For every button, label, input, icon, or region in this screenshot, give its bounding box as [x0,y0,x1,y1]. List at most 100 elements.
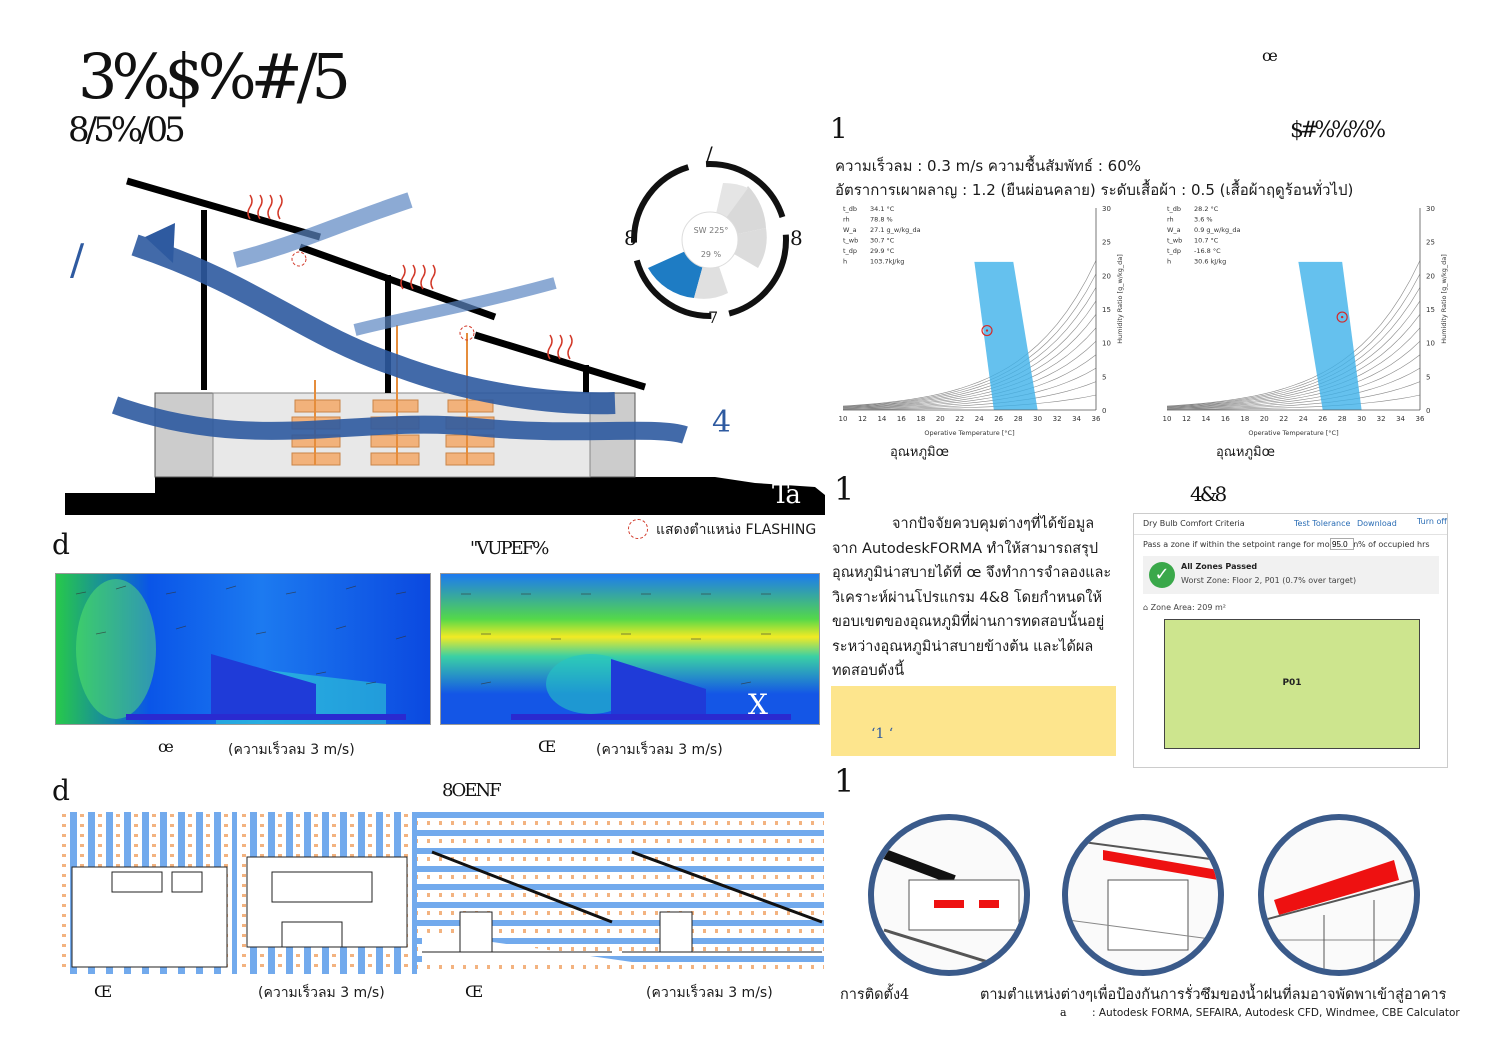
stat-value: -16.8 °C [1194,247,1221,255]
x-tick-label: 22 [1279,415,1288,423]
x-tick-label: 18 [1240,415,1249,423]
rh-curve [842,273,1097,407]
flashing-detail-1 [868,814,1030,976]
cfd-plot-right [440,573,820,725]
cfd-caption-left-mark: œ [158,737,174,756]
x-tick-label: 32 [1053,415,1062,423]
cfd-plot-left [55,573,431,725]
stat-label: t_db [1167,205,1181,213]
zone-label: P01 [1282,678,1302,688]
column-right [583,365,589,393]
flashing-section-mark: 1 [834,762,854,800]
cfd-caption-right: (ความเร็วลม 3 m/s) [596,742,723,758]
rh-curve [842,367,1097,410]
ground-slab [65,477,825,515]
compass-e: 8 [790,226,803,250]
stat-label: t_dp [1167,247,1181,255]
turn-off-button[interactable]: Turn off [1417,517,1447,526]
y-tick-label: 25 [1426,239,1435,247]
x-tick-label: 24 [975,415,984,423]
cfd-right-mark: X [748,688,768,721]
x-tick-label: 22 [955,415,964,423]
y-tick-label: 5 [1102,373,1106,381]
y-tick-label: 10 [1426,340,1435,348]
stat-value: 0.9 g_w/kg_da [1194,226,1241,234]
roof-upper [126,177,321,241]
cfd-caption-right-mark: Œ [538,737,556,756]
state-point-ring [1336,311,1348,323]
stat-value: 30.7 °C [870,237,895,245]
rh-curve [842,340,1097,409]
x-tick-label: 28 [1014,415,1023,423]
compass-n: / [706,142,713,166]
x-tick-label: 12 [858,415,867,423]
rh-curve [1166,340,1421,409]
download-button[interactable]: Download [1357,519,1397,528]
y-tick-label: 20 [1102,272,1111,280]
stat-label: h [1167,258,1171,266]
flashing-marker-2 [459,325,475,341]
x-tick-label: 12 [1182,415,1191,423]
y-tick-label: 30 [1102,205,1111,213]
x-tick-label: 34 [1072,415,1081,423]
worst-zone-label: Worst Zone: Floor 2, P01 (0.7% over targ… [1181,576,1357,585]
comfort-conditions-line1: ความเร็วลม : 0.3 m/s ความชื้นสัมพัทธ์ : … [835,157,1142,175]
comfort-section-mark: 1 [830,112,848,145]
analysis-section-mark: 1 [834,470,854,508]
page-subtitle: 8/5%/05 [68,110,186,150]
result-highlight-box: ‘1 ‘ [831,686,1116,756]
x-tick-label: 16 [1221,415,1230,423]
stat-label: rh [843,216,850,224]
test-tolerance-button[interactable]: Test Tolerance [1294,519,1351,528]
windflow-caption-left-mark: Œ [94,982,112,1001]
stat-value: 27.1 g_w/kg_da [870,226,921,234]
flashing-caption: การติดตั้ง4 [840,987,910,1003]
stat-value: 28.2 °C [1194,205,1219,213]
comfort-heading: $#%%%% [1290,118,1386,143]
pass-text-pre: Pass a zone if within the setpoint range… [1143,540,1359,549]
x-tick-label: 36 [1416,415,1425,423]
state-point [1340,315,1344,319]
flashing-detail-3 [1258,814,1420,976]
forma-panel-header [1134,514,1447,535]
wind-rose [631,161,789,319]
windflow-caption-right: (ความเร็วลม 3 m/s) [646,985,773,1001]
chart-right-caption: อุณหภูมิœ [1216,445,1275,460]
pass-text-post: % of occupied hrs [1358,540,1430,549]
forma-comfort-panel: Dry Bulb Comfort Criteria Test Tolerance… [1133,513,1448,768]
stat-label: t_db [843,205,857,213]
zone-p01[interactable]: P01 [1164,619,1420,749]
x-tick-label: 30 [1357,415,1366,423]
x-tick-label: 14 [1201,415,1210,423]
rh-curve [842,354,1097,409]
windflow-plans [62,812,824,974]
stat-label: t_wb [843,237,858,245]
column-left [201,210,207,390]
y-tick-label: 15 [1426,306,1435,314]
rh-curve [842,300,1097,408]
x-tick-label: 10 [839,415,848,423]
rh-curve [1166,394,1421,410]
wind-flow-mid [353,277,557,336]
rh-curve [842,327,1097,409]
x-tick-label: 32 [1377,415,1386,423]
chart-left-caption: อุณหภูมิœ [890,445,949,460]
comfort-zone [974,261,1038,410]
y-tick-label: 5 [1426,373,1430,381]
analysis-paragraph: จากปัจจัยควบคุมต่างๆที่ได้ข้อมูลจาก Auto… [832,516,1112,679]
x-tick-label: 16 [897,415,906,423]
pass-threshold-input[interactable] [1330,538,1354,550]
y-tick-label: 25 [1102,239,1111,247]
x-tick-label: 10 [1163,415,1172,423]
x-tick-label: 30 [1033,415,1042,423]
ground-mark: Ta [772,480,801,510]
home-icon: ⌂ [1143,603,1151,612]
compass-s: 7 [708,308,718,327]
stat-value: 3.6 % [1194,216,1213,224]
building-section-diagram [65,177,825,515]
flashing-caption-detail: ตามตำแหน่งต่างๆเพื่อป้องกันการรั่วซึมของ… [980,987,1447,1003]
rh-curve [1166,381,1421,410]
arrow-mark-right: 4 [712,405,731,440]
